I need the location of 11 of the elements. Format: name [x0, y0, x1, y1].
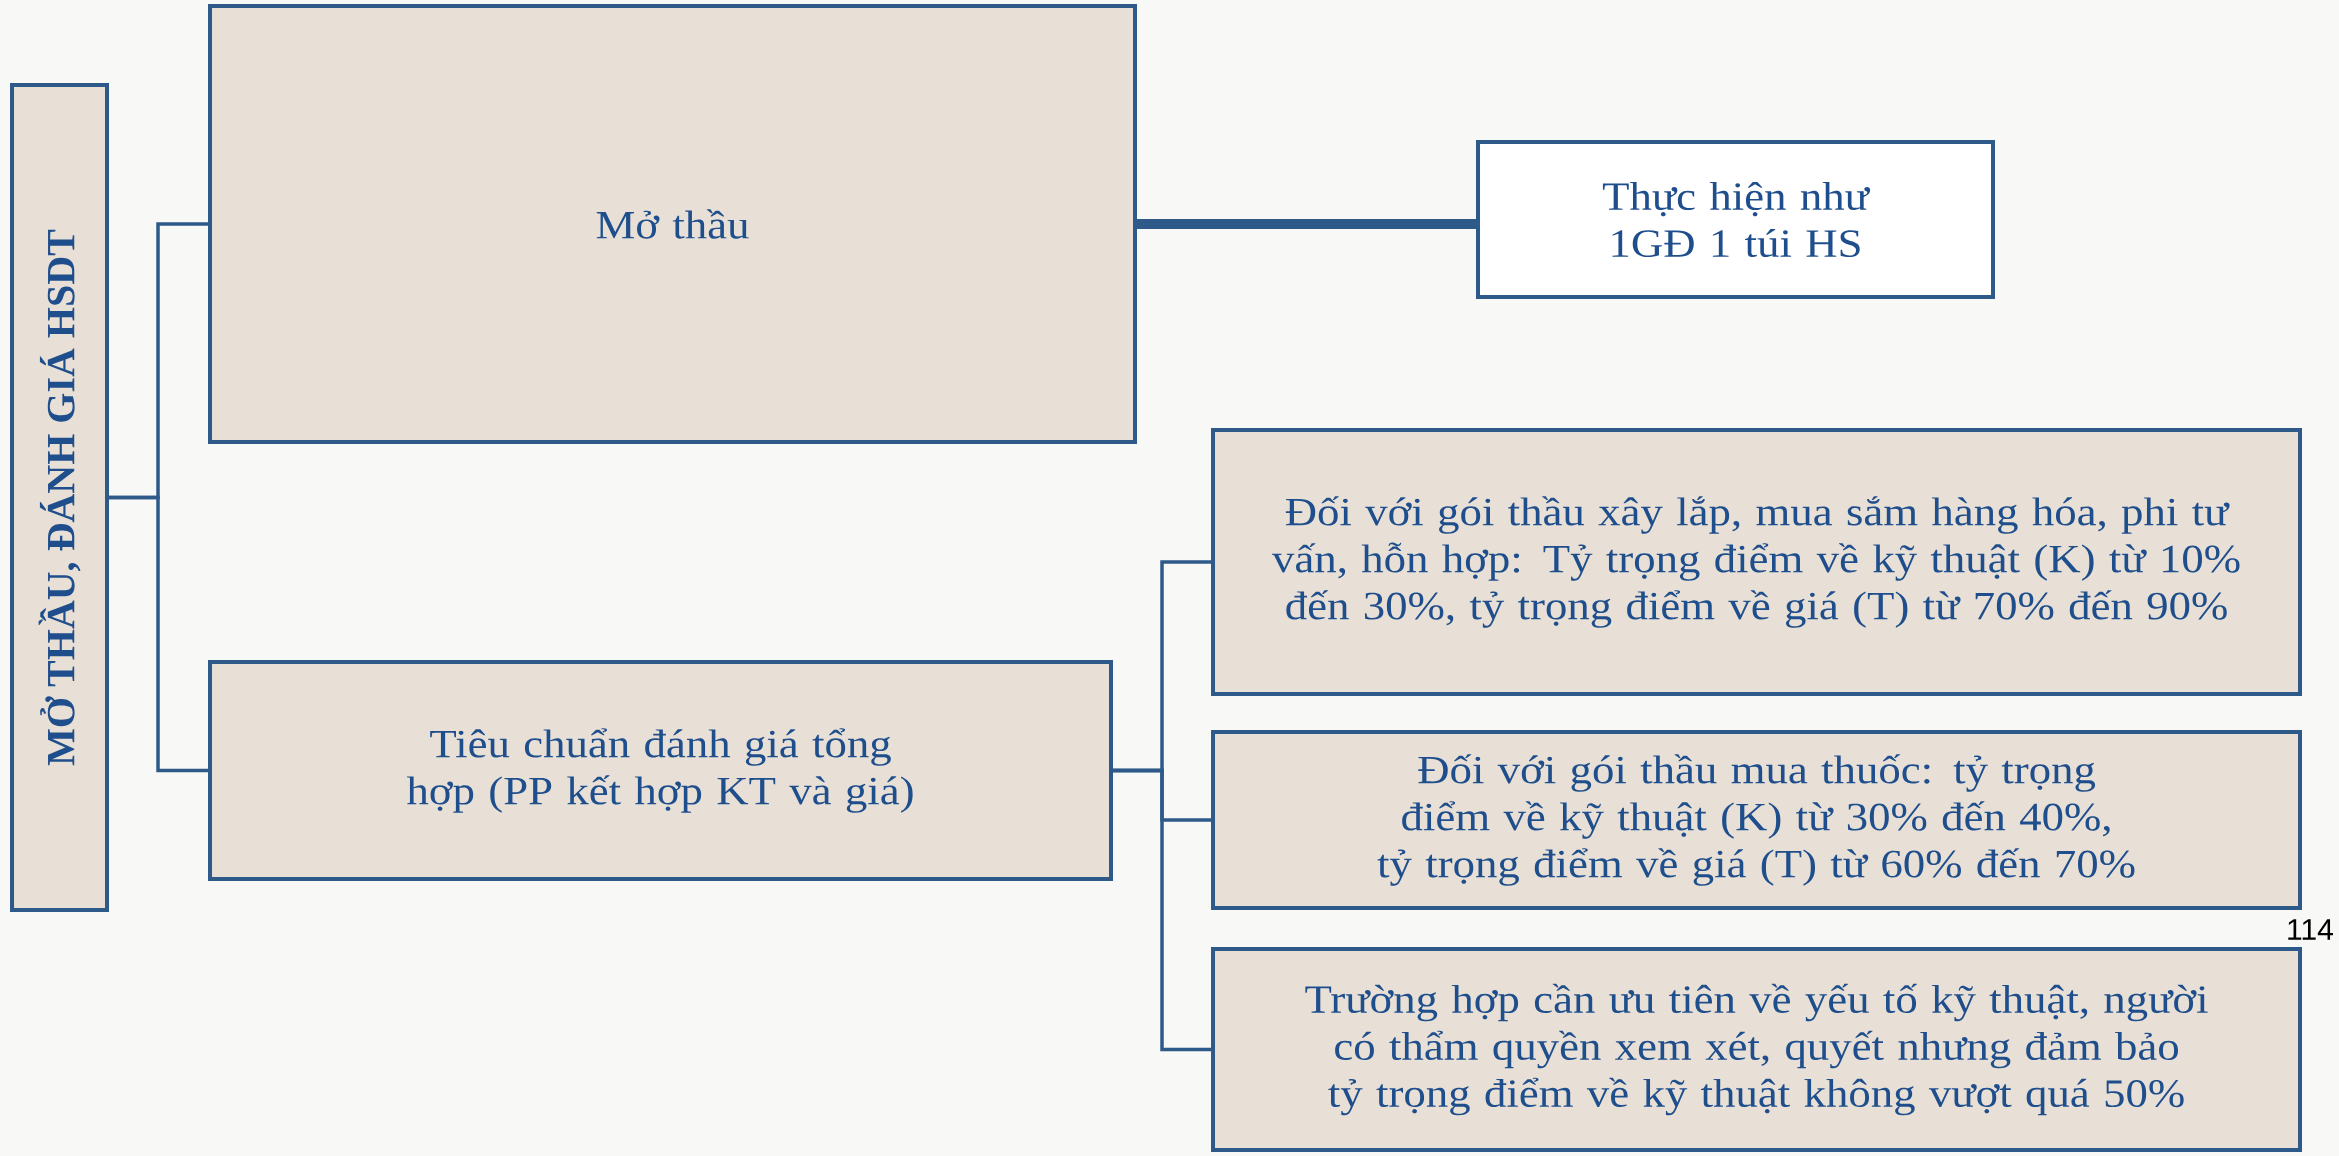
connector: [107, 495, 208, 773]
process-box: Mở thầu: [208, 4, 1137, 444]
page-number: 114: [2288, 919, 2333, 940]
process-box: Đối với gói thầu mua thuốc: tỷ trọng điểm về kỹ thuật (K) từ 30% đến 40%, tỷ trọng điểm về giá (T) từ 60% đến 70%: [1211, 730, 2302, 910]
process-box: Trường hợp cần ưu tiên về yếu tố kỹ thuật, người có thẩm quyền xem xét, quyết nhưng đảm bảo tỷ trọng điểm về kỹ thuật không vượt quá 50%: [1211, 947, 2302, 1152]
connector: [1137, 219, 1476, 229]
process-box: Thực hiện như 1GĐ 1 túi HS: [1476, 139, 1995, 300]
connector: [1111, 768, 1211, 1052]
process-box: Đối với gói thầu xây lắp, mua sắm hàng hóa, phi tư vấn, hỗn hợp: Tỷ trọng điểm về kỹ thuật (K) từ 10% đến 30%, tỷ trọng điểm về giá (T) từ 70% đến 90%: [1211, 428, 2302, 696]
process-box: Tiêu chuẩn đánh giá tổng hợp (PP kết hợp KT và giá): [208, 660, 1113, 881]
process-box: MỞ THẦU, ĐÁNH GIÁ HSDT: [10, 83, 109, 912]
